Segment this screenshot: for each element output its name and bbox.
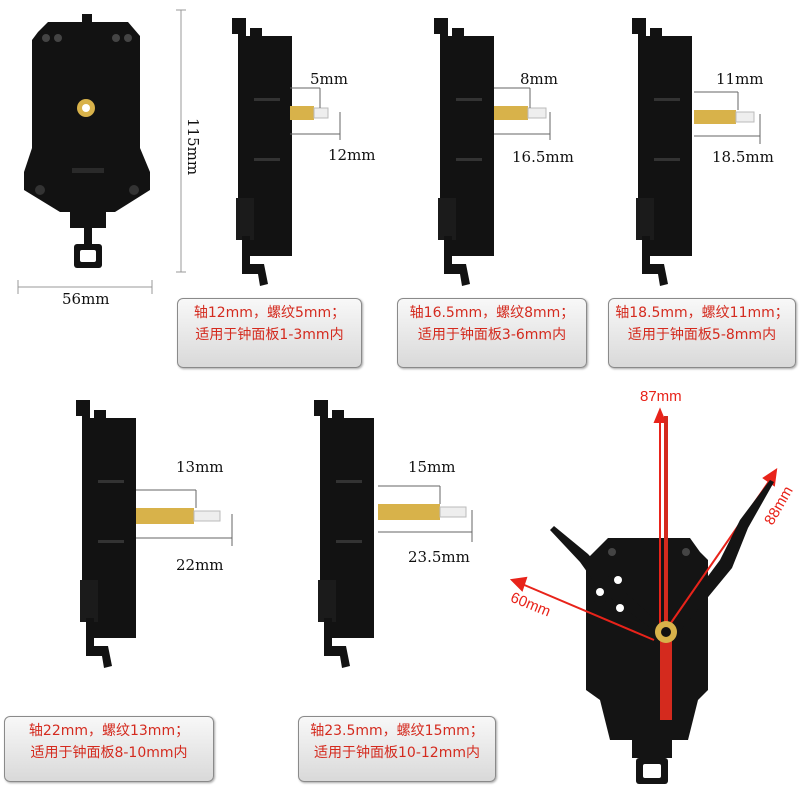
- caption-line-2: 适用于钟面板8-10mm内: [30, 745, 188, 761]
- thread-length-label: 13mm: [176, 458, 224, 476]
- spec-caption: 轴18.5mm，螺纹11mm； 适用于钟面板5-8mm内: [608, 298, 796, 368]
- width-label: 56mm: [62, 290, 110, 308]
- movement-body-hands: [586, 538, 708, 740]
- caption-line-1: 轴16.5mm，螺纹8mm；: [409, 305, 575, 321]
- caption-line-1: 轴22mm，螺纹13mm；: [28, 723, 190, 739]
- thread-length-label: 11mm: [716, 70, 764, 88]
- second-hand-length-label: 87mm: [640, 388, 682, 405]
- hour-hand: [550, 526, 660, 632]
- thread-length-label: 15mm: [408, 458, 456, 476]
- spec-caption: 轴23.5mm，螺纹15mm； 适用于钟面板10-12mm内: [298, 716, 496, 782]
- brass-thread: [494, 106, 528, 120]
- caption-line-2: 适用于钟面板5-8mm内: [627, 327, 777, 343]
- minute-hand: [668, 480, 774, 636]
- caption-line-1: 轴23.5mm，螺纹15mm；: [310, 723, 484, 739]
- shaft-length-label: 12mm: [328, 146, 376, 164]
- shaft-length-label: 23.5mm: [408, 548, 470, 566]
- shaft-length-label: 18.5mm: [712, 148, 774, 166]
- spec-caption: 轴22mm，螺纹13mm； 适用于钟面板8-10mm内: [4, 716, 214, 782]
- caption-line-2: 适用于钟面板1-3mm内: [195, 327, 344, 343]
- second-hand: [664, 416, 668, 636]
- caption-line-1: 轴12mm，螺纹5mm；: [193, 305, 346, 321]
- brass-thread: [290, 106, 314, 120]
- brass-thread: [694, 110, 736, 124]
- caption-line-2: 适用于钟面板10-12mm内: [314, 745, 480, 761]
- caption-line-2: 适用于钟面板3-6mm内: [417, 327, 567, 343]
- spec-caption: 轴16.5mm，螺纹8mm； 适用于钟面板3-6mm内: [397, 298, 587, 368]
- thread-length-label: 8mm: [520, 70, 558, 88]
- shaft-length-label: 16.5mm: [512, 148, 574, 166]
- brass-thread: [378, 504, 440, 520]
- shaft-length-label: 22mm: [176, 556, 224, 574]
- spec-caption: 轴12mm，螺纹5mm； 适用于钟面板1-3mm内: [177, 298, 362, 368]
- caption-line-1: 轴18.5mm，螺纹11mm；: [615, 305, 789, 321]
- thread-length-label: 5mm: [310, 70, 348, 88]
- brass-thread: [136, 508, 194, 524]
